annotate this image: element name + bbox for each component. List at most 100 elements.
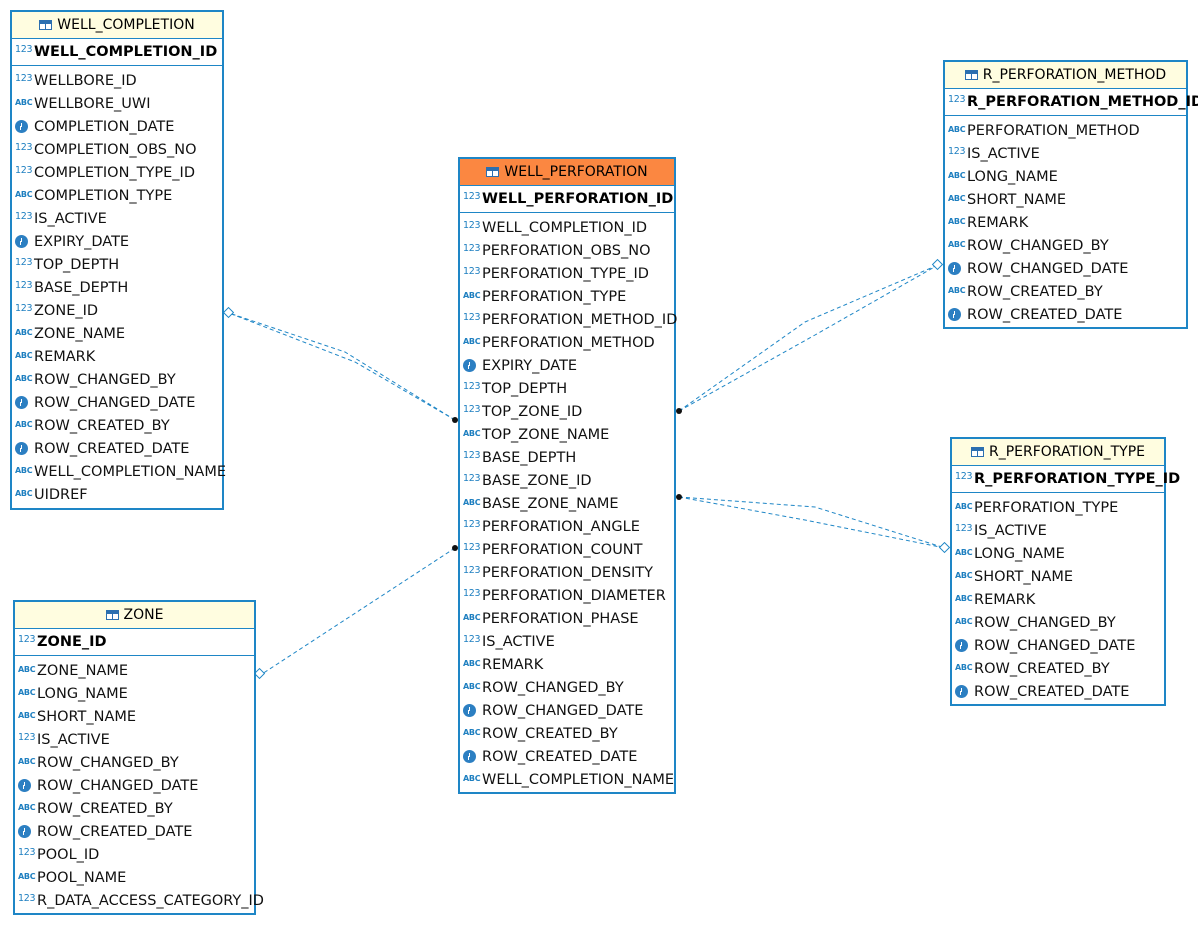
number-type-icon: 123 [18,634,36,645]
column-row[interactable]: ROW_CHANGED_DATE [952,634,1164,657]
column-row[interactable]: ROW_CHANGED_DATE [12,391,222,414]
column-row[interactable]: ROW_CHANGED_DATE [460,699,674,722]
fk-link-perforation-method[interactable] [678,264,939,412]
column-row[interactable]: ROW_CHANGED_DATE [945,257,1186,280]
fk-link-zone[interactable] [261,547,456,675]
entity-well-perforation[interactable]: WELL_PERFORATION 123 WELL_PERFORATION_ID… [458,157,677,794]
entity-well-completion[interactable]: WELL_COMPLETION 123 WELL_COMPLETION_ID 1… [10,10,226,510]
entity-header[interactable]: WELL_COMPLETION [12,12,222,39]
column-row[interactable]: EXPIRY_DATE [460,354,674,377]
primary-key-row[interactable]: 123 ZONE_ID [15,629,254,656]
primary-key-name: ZONE_ID [37,634,107,650]
string-type-icon: ABC [18,687,36,697]
clock-icon [15,235,34,248]
entity-title: WELL_PERFORATION [504,164,648,180]
primary-key-row[interactable]: 123 WELL_COMPLETION_ID [12,39,222,66]
column-row[interactable]: ROW_CREATED_DATE [15,820,254,843]
fk-link-perforation-type[interactable] [678,496,946,549]
primary-key-row[interactable]: 123 R_PERFORATION_METHOD_ID [945,89,1198,116]
entity-r-perforation-type[interactable]: R_PERFORATION_TYPE 123 R_PERFORATION_TYP… [950,437,1180,706]
column-row[interactable]: ROW_CREATED_DATE [952,680,1164,703]
fk-link-perforation-method-2[interactable] [678,264,939,412]
primary-key-row[interactable]: 123 WELL_PERFORATION_ID [460,186,674,213]
column-row[interactable]: EXPIRY_DATE [12,230,222,253]
column-row[interactable]: COMPLETION_DATE [12,115,222,138]
fk-link-perforation-type-2[interactable] [678,496,946,549]
fk-link-well-completion-2[interactable] [228,312,456,421]
column-row[interactable]: ROW_CREATED_DATE [945,303,1186,326]
column-row[interactable]: ROW_CREATED_DATE [460,745,674,768]
primary-key-row[interactable]: 123 R_PERFORATION_TYPE_ID [952,466,1180,493]
entity-header[interactable]: ZONE [15,602,254,629]
entity-header[interactable]: WELL_PERFORATION [460,159,674,186]
column-row[interactable]: ROW_CHANGED_DATE [15,774,254,797]
entity-r-perforation-method[interactable]: R_PERFORATION_METHOD 123 R_PERFORATION_M… [943,60,1198,329]
fk-link-well-completion[interactable] [228,312,456,421]
entity-header[interactable]: R_PERFORATION_TYPE [952,439,1164,466]
entity-header[interactable]: R_PERFORATION_METHOD [945,62,1186,89]
column-row[interactable]: ROW_CREATED_DATE [12,437,222,460]
